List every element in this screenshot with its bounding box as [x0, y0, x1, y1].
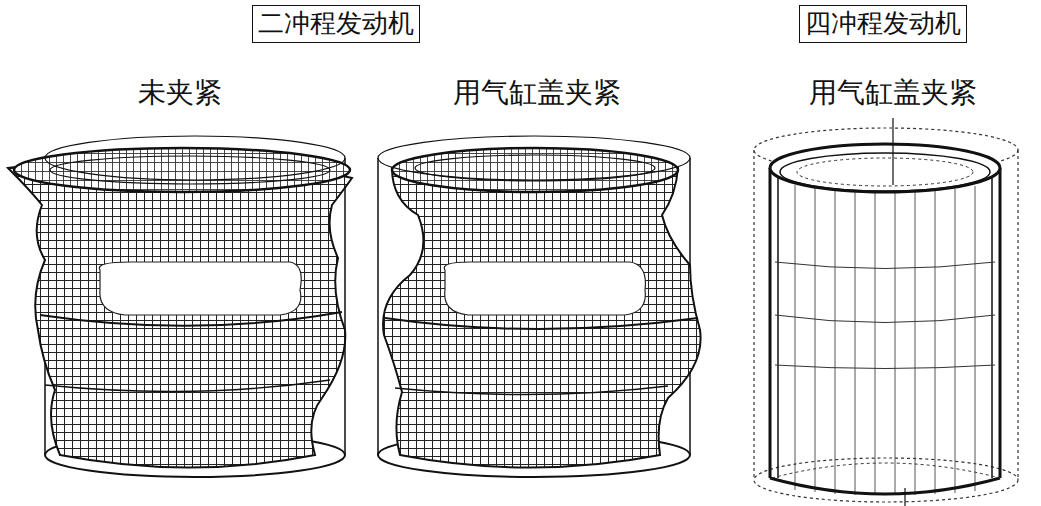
liner-clamped: [378, 136, 701, 477]
subtitle-label: 用气缸盖夹紧: [807, 76, 979, 110]
subtitle-label: 未夹紧: [136, 76, 224, 110]
title-box: 四冲程发动机: [799, 5, 967, 43]
subtitle-label: 用气缸盖夹紧: [451, 76, 623, 110]
title-text: 二冲程发动机: [258, 8, 414, 39]
title-text: 四冲程发动机: [805, 8, 961, 39]
liner-four-stroke: [754, 118, 1018, 506]
liner-unclamped: [8, 136, 352, 477]
title-box: 二冲程发动机: [252, 5, 420, 43]
